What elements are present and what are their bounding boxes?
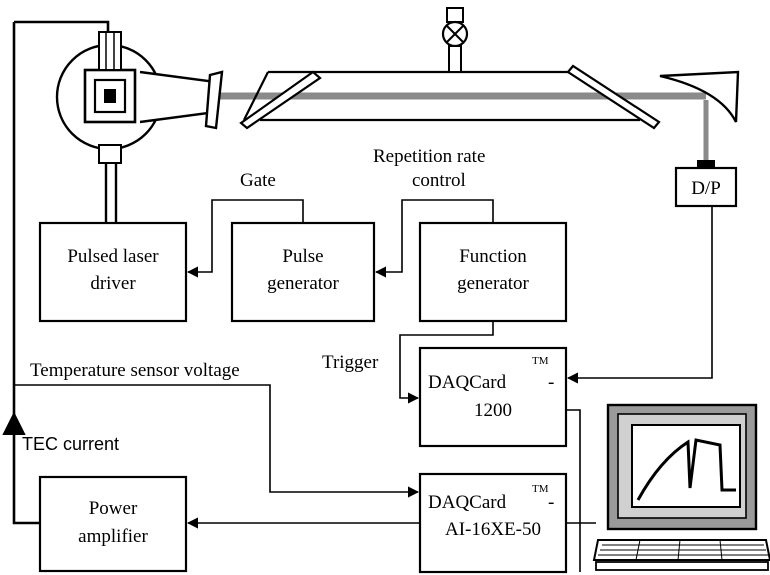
- pulse-generator-label-2: generator: [267, 273, 339, 294]
- function-generator-label-2: generator: [457, 273, 529, 294]
- daqcard-ai-model: AI-16XE-50: [445, 519, 541, 540]
- pulse-generator-label-1: Pulse: [282, 246, 323, 267]
- gate-wire: [186, 199, 304, 278]
- gate-label: Gate: [240, 170, 276, 191]
- power-amplifier-label-2: amplifier: [78, 526, 148, 547]
- daqcard-1200-tm: TM: [532, 355, 549, 367]
- pulse-generator-box: [230, 221, 376, 323]
- daqcard-1200-label: DAQCard: [428, 372, 507, 393]
- daq1200-to-computer-wire: [566, 409, 581, 572]
- detector-wire: [566, 206, 713, 384]
- detector-sensor: [697, 160, 715, 168]
- detector-label: D/P: [691, 178, 721, 199]
- trigger-label: Trigger: [322, 352, 379, 373]
- parabolic-mirror-icon: [659, 70, 740, 123]
- temperature-sensor-label: Temperature sensor voltage: [30, 360, 240, 381]
- pulsed-laser-driver-label-1: Pulsed laser: [67, 246, 159, 267]
- function-generator-box: [418, 221, 568, 323]
- power-amplifier-label-1: Power: [89, 498, 138, 519]
- laser-mount-feed-line: [14, 20, 110, 32]
- mirror-icon: [566, 64, 661, 130]
- repetition-rate-wire: [374, 199, 494, 278]
- tec-current-wire: [2, 411, 40, 525]
- trigger-wire: [399, 321, 494, 404]
- repetition-rate-label-1: Repetition rate: [373, 146, 485, 167]
- repetition-rate-label-2: control: [412, 170, 466, 191]
- laser-mount-icon: [55, 31, 218, 222]
- multipass-cell-icon: [239, 64, 661, 130]
- computer-icon: [592, 403, 770, 571]
- window-icon: [204, 70, 224, 130]
- daqcard-ai-dash: -: [548, 492, 554, 513]
- power-amplifier-box: [38, 475, 188, 573]
- daqcard-ai-label: DAQCard: [428, 492, 507, 513]
- daqcard-1200-model: 1200: [474, 400, 512, 421]
- tec-current-label: TEC current: [22, 434, 119, 454]
- mirror-icon: [239, 70, 322, 130]
- daqcard-ai-tm: TM: [532, 483, 549, 495]
- function-generator-label-1: Function: [459, 246, 527, 267]
- pulsed-laser-driver-box: [38, 221, 188, 323]
- daqcard-1200-box: [418, 346, 568, 448]
- temperature-sensor-wire: [14, 384, 420, 498]
- daqcard-1200-dash: -: [548, 372, 554, 393]
- pulsed-laser-driver-label-2: driver: [90, 273, 136, 294]
- detector-box: [674, 166, 738, 208]
- valve-icon: [441, 7, 469, 73]
- daqcard-ai-box: [418, 472, 568, 574]
